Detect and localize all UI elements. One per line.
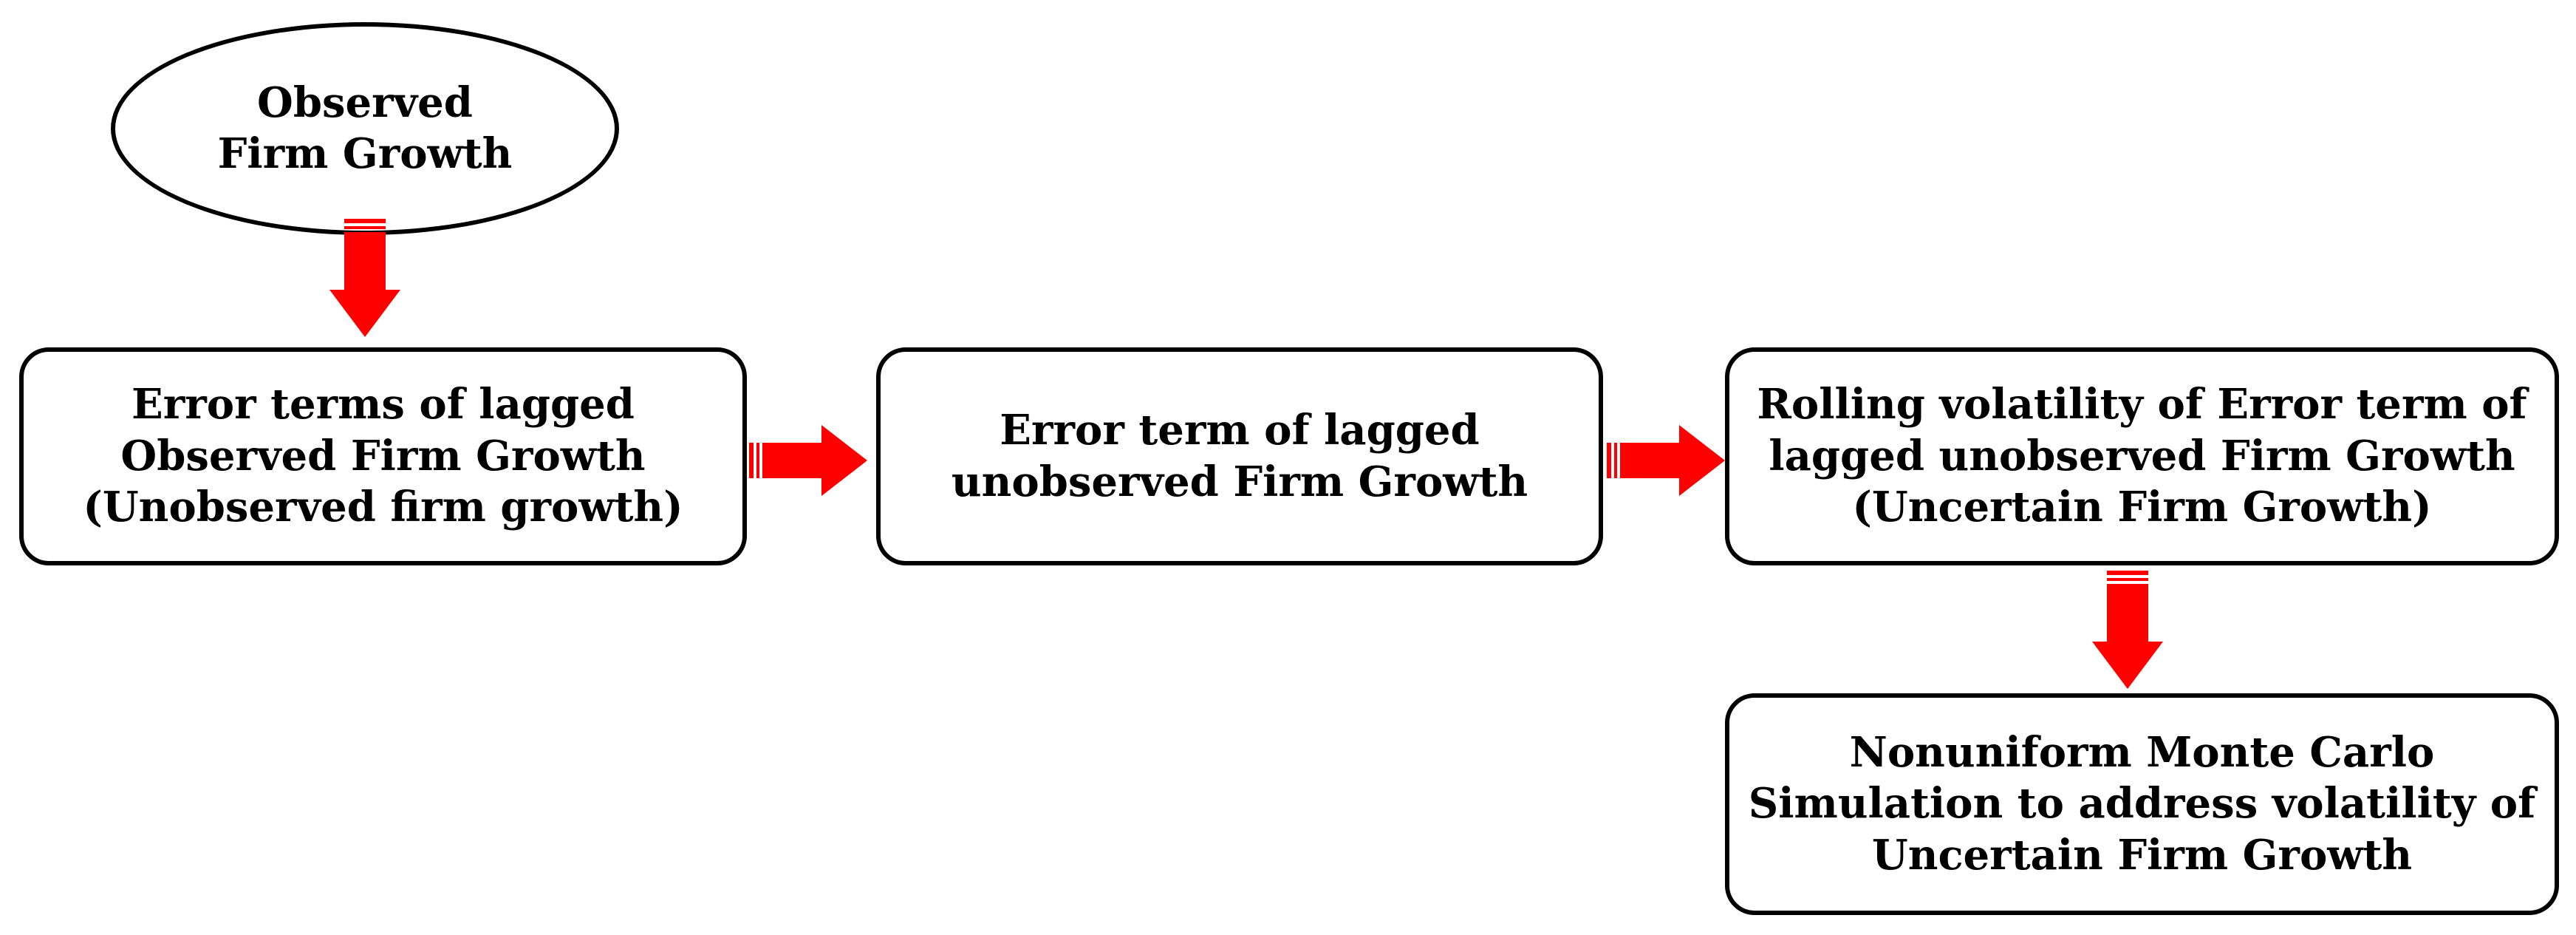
node-error-term-unobserved: Error term of lagged unobserved Firm Gro…	[876, 347, 1603, 565]
arrow-right-icon	[1607, 425, 1725, 496]
arrow-right-icon	[749, 425, 867, 496]
node-label: Observed Firm Growth	[217, 78, 513, 178]
arrow-down-icon	[2092, 571, 2163, 689]
node-observed-firm-growth: Observed Firm Growth	[111, 22, 619, 235]
node-label: Error terms of lagged Observed Firm Grow…	[83, 380, 683, 532]
node-monte-carlo-simulation: Nonuniform Monte Carlo Simulation to add…	[1725, 693, 2559, 915]
node-error-terms-lagged: Error terms of lagged Observed Firm Grow…	[19, 347, 747, 565]
node-rolling-volatility: Rolling volatility of Error term of lagg…	[1725, 347, 2559, 565]
arrow-down-icon	[329, 219, 400, 337]
node-label: Nonuniform Monte Carlo Simulation to add…	[1748, 727, 2536, 880]
node-label: Error term of lagged unobserved Firm Gro…	[951, 406, 1528, 506]
node-label: Rolling volatility of Error term of lagg…	[1757, 380, 2527, 532]
